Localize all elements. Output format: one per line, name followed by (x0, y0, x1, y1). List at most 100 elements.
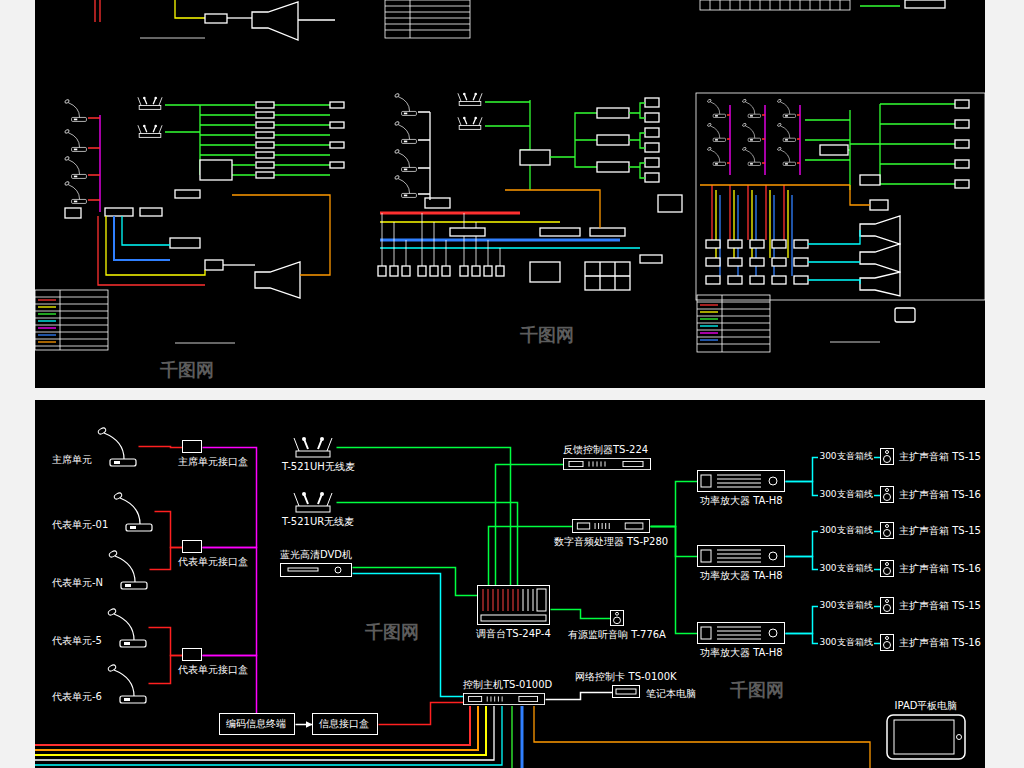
network-card-icon-shape (613, 686, 640, 698)
interface-box: 主席单元接口盒 (182, 440, 202, 453)
connector (353, 568, 478, 596)
connector (546, 693, 613, 700)
node-label: 主扩声音箱 TS-16 (899, 637, 981, 649)
watermark: 千图网 (160, 360, 214, 380)
node-label: IPAD平板电脑 (895, 700, 958, 712)
power-amplifier: 功率放大器 TA-H8 (697, 622, 785, 644)
speaker-icon-shape (881, 487, 894, 503)
power-amplifier: 功率放大器 TA-H8 (697, 545, 785, 567)
node-label: 代表单元-5 (52, 635, 102, 647)
dvd-player-icon (280, 563, 352, 577)
speaker: 主扩声音箱 TS-15 (880, 597, 894, 614)
speaker-icon (880, 448, 894, 465)
terminal-box: 编码信息终端 (219, 713, 295, 735)
wire-label: 300支音箱线 (818, 637, 873, 648)
connector (551, 610, 611, 619)
speaker-icon (880, 522, 894, 539)
wire-label: 300支音箱线 (818, 525, 873, 536)
interface-box: 代表单元接口盒 (182, 648, 202, 661)
speaker-icon (880, 634, 894, 651)
power-amplifier-icon (697, 545, 785, 567)
speaker-icon (880, 560, 894, 577)
node-label: 蓝光高清DVD机 (280, 549, 352, 561)
microphone-icon-shape (108, 550, 147, 589)
interface-box-icon-shape (183, 541, 202, 553)
audio-processor-icon (572, 519, 650, 533)
watermark: 千图网 (365, 622, 419, 642)
connector (139, 447, 183, 448)
speaker: 主扩声音箱 TS-15 (880, 448, 894, 465)
speaker: 主扩声音箱 TS-16 (880, 486, 894, 503)
microphone-unit: 主席单元 (52, 425, 138, 467)
connector (296, 724, 313, 726)
speaker-icon-shape (881, 561, 894, 577)
wireless-mic-icon (290, 436, 336, 458)
node-label: 主扩声音箱 TS-15 (899, 451, 981, 463)
interface-box-icon (182, 540, 202, 553)
speaker-icon (880, 486, 894, 503)
node-label: 信息接口盒 (319, 718, 371, 730)
node-label: 主扩声音箱 TS-15 (899, 525, 981, 537)
interface-box-icon-shape (183, 649, 202, 661)
connector (496, 465, 564, 586)
microphone-icon-shape (107, 664, 146, 703)
wireless-mic: T-521UH无线麦 (290, 436, 336, 458)
speaker-icon (880, 597, 894, 614)
connector (337, 448, 511, 586)
feedback-controller: 反馈控制器TS-224 (563, 458, 651, 470)
speaker: 主扩声音箱 TS-16 (880, 560, 894, 577)
top-middle-schematic (378, 0, 945, 290)
control-host-icon-shape (463, 693, 544, 704)
node-label: 主席单元 (52, 454, 92, 466)
node-label: 数字音频处理器 TS-P280 (554, 536, 668, 548)
mixer-icon (477, 585, 550, 625)
power-amplifier: 功率放大器 TA-H8 (697, 470, 785, 492)
feedback-controller-icon-shape (564, 458, 651, 469)
connector (353, 574, 464, 697)
audio-processor-icon-shape (572, 520, 649, 533)
wireless-mic-icon-shape (294, 492, 332, 512)
node-label: 主席单元接口盒 (178, 456, 248, 468)
node-label: 代表单元接口盒 (178, 556, 248, 568)
wire-label: 300支音箱线 (818, 451, 873, 462)
dvd-player-icon-shape (281, 564, 352, 577)
interface-box: 信息接口盒 (312, 713, 378, 735)
speaker-icon-shape (881, 598, 894, 614)
wire-label: 300支音箱线 (818, 489, 873, 500)
mixer: 调音台TS-24P-4 (477, 585, 550, 625)
power-amplifier-icon-shape (698, 546, 785, 567)
interface-box: 代表单元接口盒 (182, 540, 202, 553)
power-amplifier-icon-shape (698, 471, 785, 492)
tablet-icon (886, 714, 966, 760)
monitor-speaker: 有源监听音响 T-776A (610, 610, 624, 626)
power-amplifier-icon (697, 470, 785, 492)
speaker-icon-shape (881, 523, 894, 539)
power-amplifier-icon-shape (698, 623, 785, 644)
bottom-signal-bus (35, 706, 870, 768)
node-label: 功率放大器 TA-H8 (700, 495, 783, 507)
node-label: 主扩声音箱 TS-16 (899, 489, 981, 501)
watermark: 千图网 (520, 325, 574, 345)
microphone-unit: 代表单元-01 (52, 490, 154, 532)
microphone-icon-shape (97, 427, 136, 466)
tablet: IPAD平板电脑 (886, 714, 966, 760)
interface-box-icon (182, 440, 202, 453)
monitor-speaker-icon (610, 610, 624, 626)
connector (149, 628, 183, 656)
microphone-icon (110, 490, 154, 532)
feedback-controller-icon (563, 458, 651, 470)
microphone-icon-shape (114, 492, 153, 531)
control-host-icon (463, 693, 545, 705)
wire-label: 300支音箱线 (818, 600, 873, 611)
top-left-schematic (35, 0, 344, 350)
monitor-speaker-icon-shape (611, 610, 624, 625)
power-amplifier-icon (697, 622, 785, 644)
speaker: 主扩声音箱 TS-15 (880, 522, 894, 539)
audio-processor: 数字音频处理器 TS-P280 (572, 519, 650, 533)
connector (651, 482, 698, 527)
wire-label: 300支音箱线 (818, 563, 873, 574)
wireless-mic-icon-shape (294, 437, 332, 457)
node-label: 代表单元接口盒 (178, 664, 248, 676)
